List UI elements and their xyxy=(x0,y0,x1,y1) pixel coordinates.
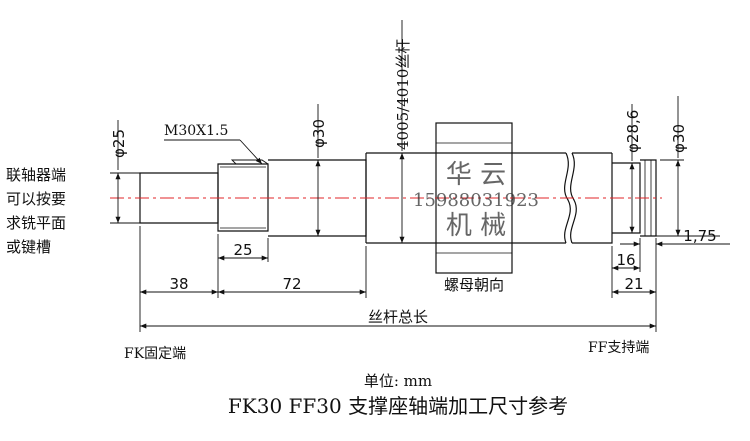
left-note-line-4: 或键槽 xyxy=(6,238,51,256)
watermark-line-1: 华 云 xyxy=(446,160,506,190)
left-note-line-2: 可以按要 xyxy=(6,190,66,208)
dim-21-label: 21 xyxy=(624,275,643,293)
break-line-left xyxy=(563,152,571,244)
d30-right-label: φ30 xyxy=(670,124,688,153)
dim-25-label: 25 xyxy=(233,241,252,259)
left-note: 联轴器端 可以按要 求铣平面 或键槽 xyxy=(6,166,66,256)
d30-left-label: φ30 xyxy=(310,119,328,148)
dim-38-label: 38 xyxy=(169,275,188,293)
segment-thread xyxy=(217,163,269,232)
nut-direction-label: 螺母朝向 xyxy=(444,276,504,294)
dim-72-label: 72 xyxy=(282,275,301,293)
diameter-dims xyxy=(110,20,684,243)
left-note-line-1: 联轴器端 xyxy=(6,166,66,184)
thread-relief xyxy=(230,159,269,165)
screw-diameter-label: 4005/4010丝杆 xyxy=(394,39,412,150)
ff-end-label: FF支持端 xyxy=(588,340,649,356)
unit-label: 单位: mm xyxy=(364,372,432,390)
d25-label: φ25 xyxy=(110,129,128,158)
dim-16-label: 16 xyxy=(616,251,635,269)
segment-screw-right xyxy=(572,152,613,244)
total-length-label: 丝杆总长 xyxy=(368,308,428,326)
thread-hatch xyxy=(220,166,266,229)
length-dims xyxy=(139,226,730,332)
thread-label: M30X1.5 xyxy=(164,123,228,139)
watermark-phone: 15988031923 xyxy=(413,190,539,211)
break-line-right xyxy=(569,152,577,244)
left-note-line-3: 求铣平面 xyxy=(6,214,66,232)
drawing-title: FK30 FF30 支撑座轴端加工尺寸参考 xyxy=(228,394,568,418)
watermark-line-2: 机 械 xyxy=(446,211,506,241)
dim-1-75-label: 1,75 xyxy=(683,227,716,245)
watermark: 华 云 15988031923 机 械 xyxy=(413,160,539,241)
d28-6-label: φ28,6 xyxy=(624,110,642,153)
fk-end-label: FK固定端 xyxy=(124,346,186,362)
thread-leader xyxy=(164,139,263,165)
